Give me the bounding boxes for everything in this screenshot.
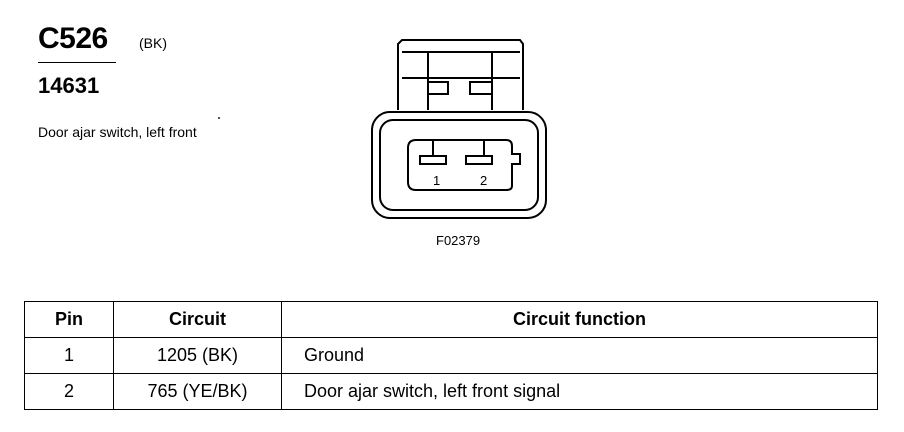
cell-circuit: 1205 (BK) [113, 337, 282, 374]
table-row: 2 765 (YE/BK) Door ajar switch, left fro… [24, 373, 878, 410]
cell-pin: 1 [24, 337, 114, 374]
connector-body-inner [379, 119, 539, 211]
latch-tab-right [469, 81, 493, 95]
pinout-table: Pin Circuit Circuit function 1 1205 (BK)… [24, 301, 878, 410]
pin-2-label: 2 [480, 173, 487, 188]
connector-description: Door ajar switch, left front [38, 124, 197, 140]
header-circuit: Circuit [113, 301, 282, 338]
header-pin: Pin [24, 301, 114, 338]
pin-cavity [407, 139, 521, 191]
housing-top [397, 39, 524, 110]
header-circuit-function: Circuit function [281, 301, 878, 338]
cell-pin: 2 [24, 373, 114, 410]
table-row: 1 1205 (BK) Ground [24, 337, 878, 374]
connector-body-outer [371, 111, 547, 219]
connector-color: (BK) [139, 35, 167, 51]
part-number: 14631 [38, 73, 100, 98]
table-header-row: Pin Circuit Circuit function [24, 301, 878, 338]
connector-id: C526 [38, 22, 108, 55]
cell-function: Ground [281, 337, 878, 374]
latch-tab-left [427, 81, 449, 95]
pin-2-terminal [465, 155, 493, 165]
cell-function: Door ajar switch, left front signal [281, 373, 878, 410]
pin-1-terminal [419, 155, 447, 165]
title-underline [38, 62, 116, 63]
pin-1-label: 1 [433, 173, 440, 188]
figure-code: F02379 [436, 233, 481, 248]
stray-dot [218, 117, 220, 119]
cell-circuit: 765 (YE/BK) [113, 373, 282, 410]
connector-face-diagram: 1 2 [371, 39, 547, 219]
